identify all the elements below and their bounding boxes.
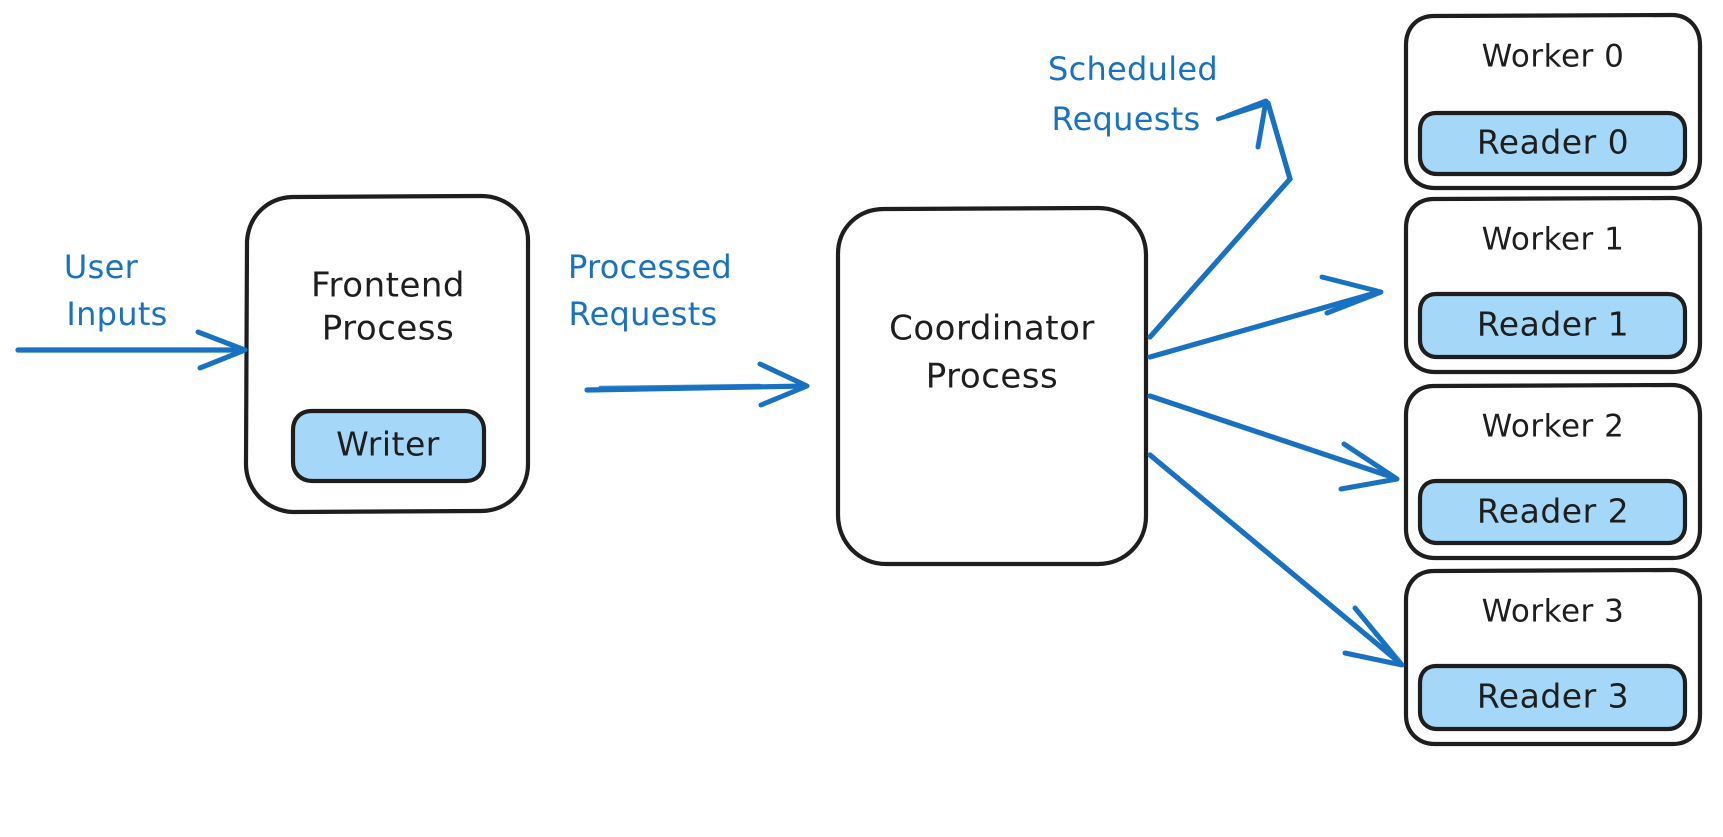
node-worker-2[interactable]: Worker 2 Reader 2 [1403, 382, 1703, 561]
scheduled-requests-label-line1: Scheduled [1048, 50, 1218, 88]
worker-3-label: Worker 3 [1482, 594, 1625, 630]
arrow-to-worker-2-head [1338, 441, 1400, 492]
scheduled-requests-label-line2: Requests [1051, 100, 1200, 138]
reader-1-label: Reader 1 [1477, 305, 1629, 344]
reader-3-label: Reader 3 [1477, 677, 1629, 716]
node-reader-1[interactable]: Reader 1 [1417, 291, 1688, 360]
arrow-to-worker-3-head [1342, 605, 1405, 668]
reader-2-label: Reader 2 [1477, 492, 1629, 531]
reader-1-box [1417, 291, 1688, 360]
user-inputs-arrow-head [195, 329, 248, 371]
processed-requests-arrow-head [757, 361, 810, 408]
node-reader-0[interactable]: Reader 0 [1417, 110, 1688, 177]
worker-2-label: Worker 2 [1482, 409, 1625, 445]
node-reader-2[interactable]: Reader 2 [1417, 478, 1688, 546]
edge-user-inputs: User Inputs [15, 248, 248, 371]
user-inputs-label-line2: Inputs [66, 295, 167, 333]
node-writer[interactable]: Writer [290, 408, 487, 484]
node-coordinator-process[interactable]: Coordinator Process [835, 205, 1149, 567]
worker-1-label: Worker 1 [1482, 222, 1625, 258]
frontend-process-label-line1: Frontend [311, 266, 465, 306]
processed-requests-arrow-line [584, 383, 808, 393]
node-worker-1[interactable]: Worker 1 Reader 1 [1403, 195, 1703, 375]
reader-2-box [1417, 478, 1688, 546]
processed-requests-arrow-line-overdraw [598, 383, 762, 389]
node-worker-3[interactable]: Worker 3 Reader 3 [1403, 567, 1703, 747]
reader-0-label: Reader 0 [1477, 123, 1629, 162]
node-reader-3[interactable]: Reader 3 [1417, 663, 1688, 732]
writer-box [290, 408, 487, 484]
frontend-process-label-line2: Process [322, 309, 454, 349]
edge-processed-requests: Processed Requests [568, 248, 810, 408]
processed-requests-label-line2: Requests [568, 295, 717, 333]
user-inputs-label-line1: User [64, 248, 139, 286]
worker-0-label: Worker 0 [1482, 39, 1625, 75]
node-frontend-process[interactable]: Frontend Process Writer [243, 193, 531, 515]
arrow-to-worker-1-line [1147, 289, 1382, 360]
reader-0-box [1417, 110, 1688, 177]
reader-3-box [1417, 663, 1688, 732]
coordinator-process-box [835, 205, 1149, 567]
arrow-to-worker-3-line [1147, 452, 1403, 666]
arrow-to-worker-1-head [1319, 274, 1384, 316]
arrow-to-worker-0-line [1147, 100, 1293, 340]
edge-scheduled-requests: Scheduled Requests [1048, 50, 1405, 668]
writer-label: Writer [336, 425, 440, 464]
arrow-to-worker-0-head [1224, 98, 1269, 150]
arrow-to-worker-2-line-overdraw [1160, 398, 1332, 459]
processed-requests-label-line1: Processed [568, 248, 732, 286]
coordinator-process-label-line2: Process [926, 357, 1058, 397]
node-worker-0[interactable]: Worker 0 Reader 0 [1403, 12, 1703, 191]
coordinator-process-label-line1: Coordinator [889, 309, 1095, 349]
